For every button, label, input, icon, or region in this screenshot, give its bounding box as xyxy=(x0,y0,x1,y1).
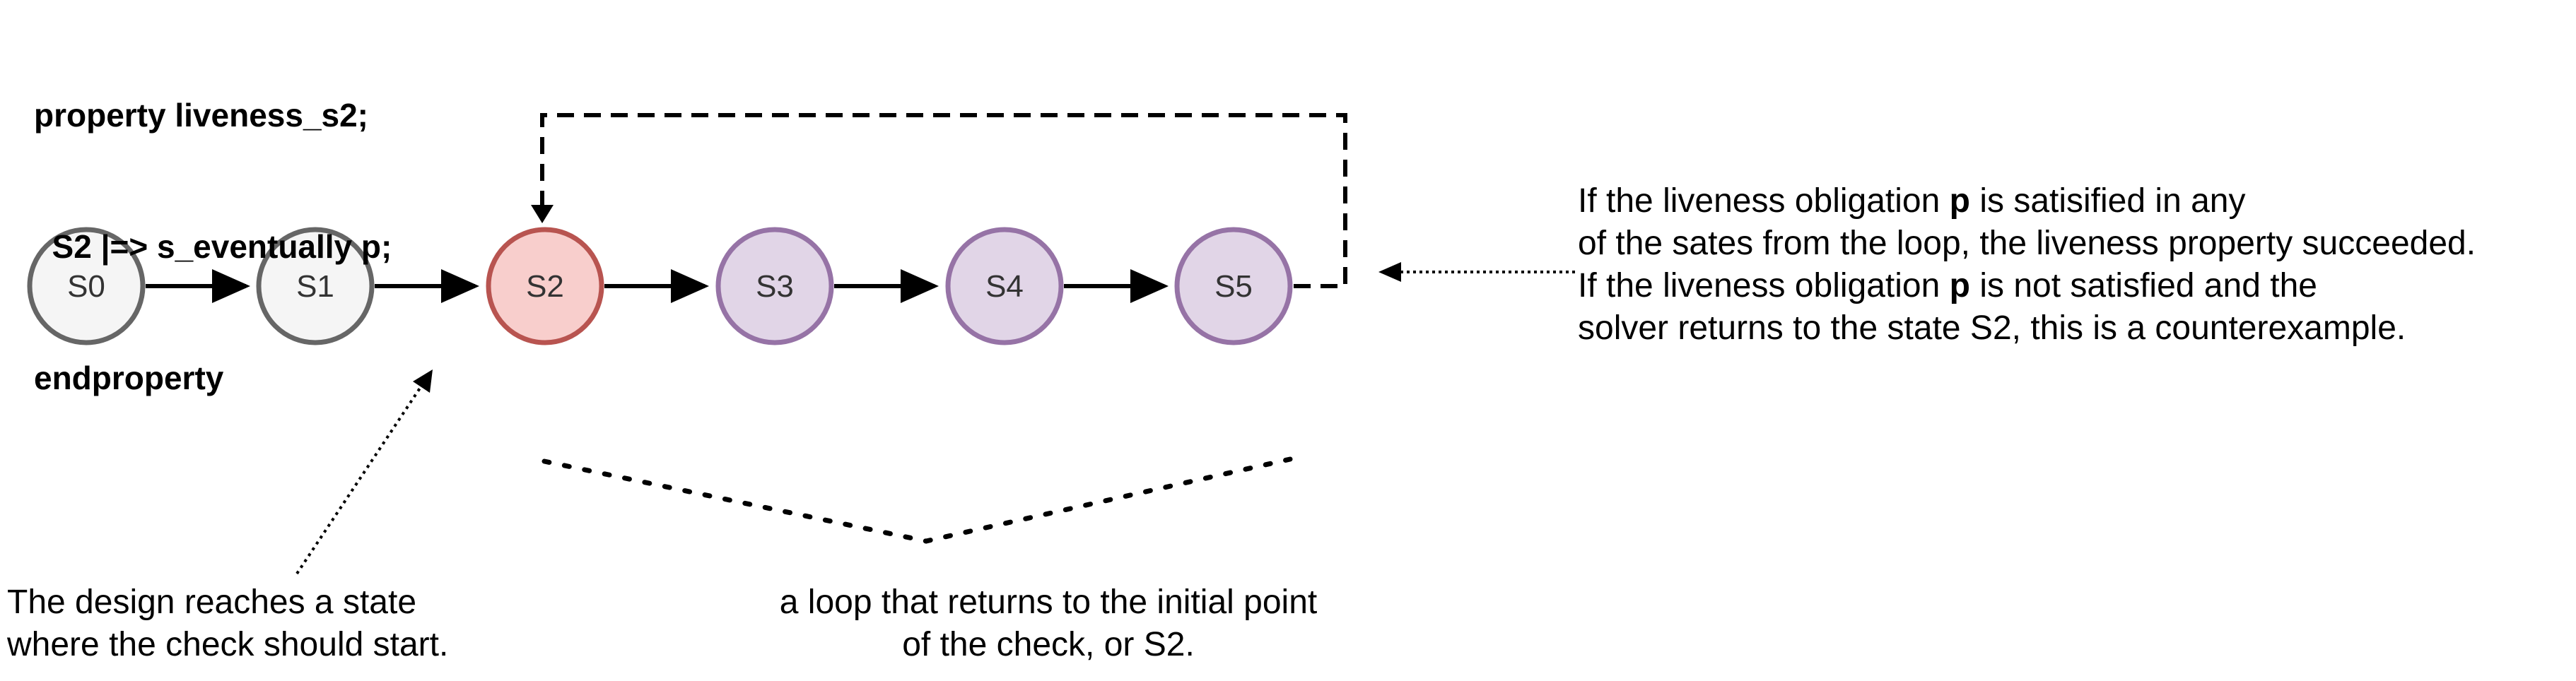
explanation-line-3: If the liveness obligation p is not sati… xyxy=(1578,265,2476,307)
left-note-pointer-arrowhead xyxy=(413,369,433,393)
state-s1: S1 xyxy=(256,227,375,345)
state-s0-circle xyxy=(27,227,146,345)
state-s4-circle xyxy=(945,227,1064,345)
code-line-2: S2 |=> s_eventually p; xyxy=(34,228,392,265)
state-s1-circle xyxy=(256,227,375,345)
design-note-line-2: where the check should start. xyxy=(7,626,449,663)
state-s2-circle xyxy=(486,227,604,345)
state-s0-label: S0 xyxy=(67,269,105,304)
loop-note-line-2: of the check, or S2. xyxy=(902,626,1195,663)
state-s3-circle xyxy=(715,227,834,345)
explanation-line-1-start: If the liveness obligation xyxy=(1578,182,1950,220)
state-s2-label: S2 xyxy=(526,269,564,304)
obligation-p: p xyxy=(1949,267,1970,304)
state-s5-circle xyxy=(1174,227,1293,345)
loop-back-arrowhead xyxy=(531,205,554,223)
explanation-line-3-end: is not satisfied and the xyxy=(1969,267,2317,304)
explanation-line-2: of the sates from the loop, the liveness… xyxy=(1578,225,2476,262)
explanation-line-4: solver returns to the state S2, this is … xyxy=(1578,309,2406,347)
design-note-line-1: The design reaches a state xyxy=(7,584,417,621)
code-line-1: property liveness_s2; xyxy=(34,97,369,134)
loop-note: a loop that returns to the initial point… xyxy=(652,581,1444,666)
state-s5: S5 xyxy=(1174,227,1293,345)
loop-bracket xyxy=(541,456,1293,544)
liveness-explanation: If the liveness obligation p is satisifi… xyxy=(1578,180,2476,350)
obligation-p: p xyxy=(1949,182,1970,220)
property-code: property liveness_s2; S2 |=> s_eventuall… xyxy=(34,6,392,444)
state-s4: S4 xyxy=(945,227,1064,345)
state-s5-label: S5 xyxy=(1214,269,1253,304)
state-s2: S2 xyxy=(486,227,604,345)
loop-note-line-1: a loop that returns to the initial point xyxy=(779,584,1318,621)
right-note-pointer-arrowhead xyxy=(1378,262,1401,282)
explanation-line-1: If the liveness obligation p is satisifi… xyxy=(1578,180,2476,223)
explanation-line-1-end: is satisified in any xyxy=(1969,182,2246,220)
state-s3: S3 xyxy=(715,227,834,345)
state-s3-label: S3 xyxy=(756,269,794,304)
loop-back-edge xyxy=(540,113,1347,288)
state-s1-label: S1 xyxy=(296,269,334,304)
explanation-line-3-start: If the liveness obligation xyxy=(1578,267,1950,304)
design-state-note: The design reaches a state where the che… xyxy=(7,581,448,666)
state-s4-label: S4 xyxy=(985,269,1024,304)
state-s0: S0 xyxy=(27,227,146,345)
code-line-3: endproperty xyxy=(34,360,224,396)
left-note-pointer xyxy=(295,386,422,575)
